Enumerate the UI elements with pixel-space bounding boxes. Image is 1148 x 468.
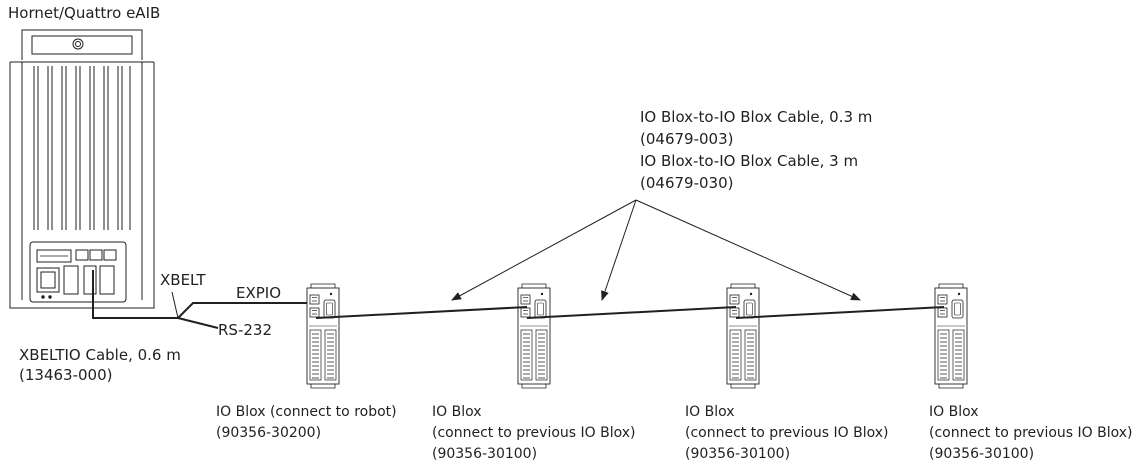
io-blox-cables <box>315 306 945 319</box>
io-blox-module-2 <box>517 283 551 389</box>
blox-cable-short-name: IO Blox-to-IO Blox Cable, 0.3 m <box>640 108 873 126</box>
expio-label: EXPIO <box>236 284 282 302</box>
io-blox-2-note: (connect to previous IO Blox) <box>432 425 636 441</box>
io-blox-1-part: (90356-30200) <box>216 425 322 441</box>
xbeltio-cable-name: XBELTIO Cable, 0.6 m <box>19 346 181 364</box>
blox-cable-long-name: IO Blox-to-IO Blox Cable, 3 m <box>640 152 859 170</box>
io-blox-module-4 <box>934 283 968 389</box>
io-blox-2-part: (90356-30100) <box>432 446 538 462</box>
xbelt-label: XBELT <box>160 271 206 289</box>
io-blox-4-title: IO Blox <box>929 404 979 420</box>
controller-title: Hornet/Quattro eAIB <box>8 4 161 22</box>
blox-cable-long-part: (04679-030) <box>640 174 734 192</box>
io-blox-module-1 <box>306 283 340 389</box>
io-blox-3-title: IO Blox <box>685 404 735 420</box>
io-blox-4-part: (90356-30100) <box>929 446 1035 462</box>
controller-drawing <box>9 29 155 309</box>
rs232-label: RS-232 <box>218 321 272 339</box>
io-blox-3-part: (90356-30100) <box>685 446 791 462</box>
io-blox-4-note: (connect to previous IO Blox) <box>929 425 1133 441</box>
xbeltio-cable <box>92 270 315 329</box>
blox-cable-short-part: (04679-003) <box>640 130 734 148</box>
io-blox-2-title: IO Blox <box>432 404 482 420</box>
xbeltio-cable-part: (13463-000) <box>19 366 113 384</box>
io-blox-3-note: (connect to previous IO Blox) <box>685 425 889 441</box>
callout-arrows <box>451 199 861 301</box>
io-blox-module-3 <box>726 283 760 389</box>
io-blox-1-title: IO Blox (connect to robot) <box>216 404 397 420</box>
